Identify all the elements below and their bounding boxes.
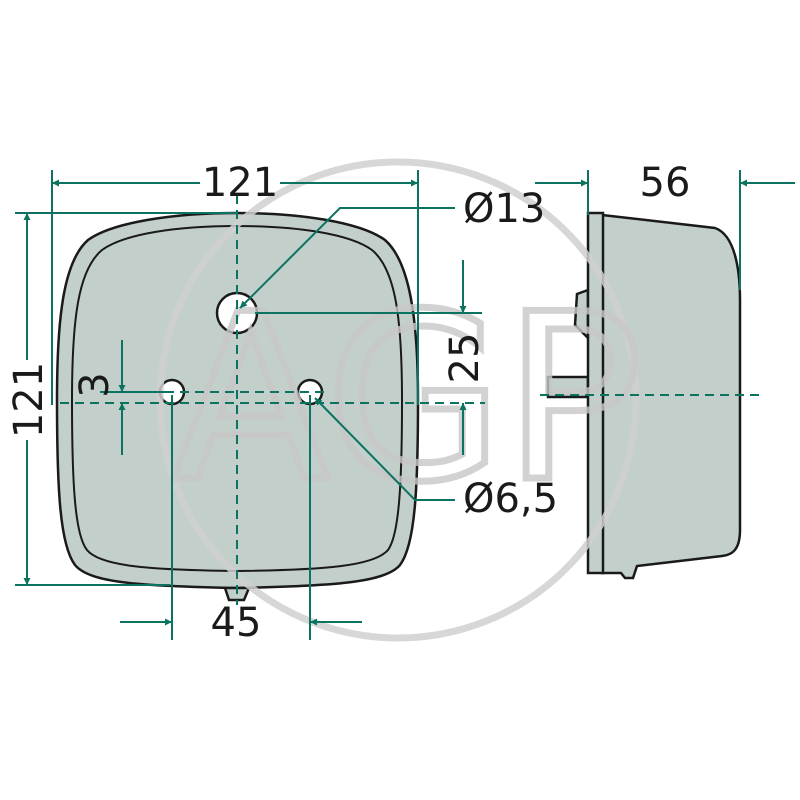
large-hole-label: Ø13 [463, 186, 545, 232]
side-view [546, 211, 742, 580]
dimension-offset: 3 [72, 340, 172, 455]
agp-watermark: AGP [156, 158, 646, 642]
dimension-depth: 56 [535, 160, 795, 290]
dimension-width: 121 [51, 160, 419, 405]
depth-label: 56 [640, 160, 691, 206]
small-hole-label: Ø6,5 [463, 476, 558, 522]
dimension-hole-spacing: 45 [120, 395, 362, 646]
hole-spacing-label: 45 [211, 600, 262, 646]
vertical-distance-label: 25 [442, 333, 488, 384]
side-body [600, 213, 742, 580]
dimension-vertical-distance: 25 [255, 260, 488, 455]
width-label: 121 [202, 160, 278, 206]
side-flange [586, 211, 605, 575]
dimension-height: 121 [6, 212, 237, 586]
height-label: 121 [6, 362, 52, 438]
offset-label: 3 [72, 372, 118, 397]
dimension-small-hole: Ø6,5 [314, 397, 558, 522]
dimension-large-hole: Ø13 [239, 186, 545, 309]
